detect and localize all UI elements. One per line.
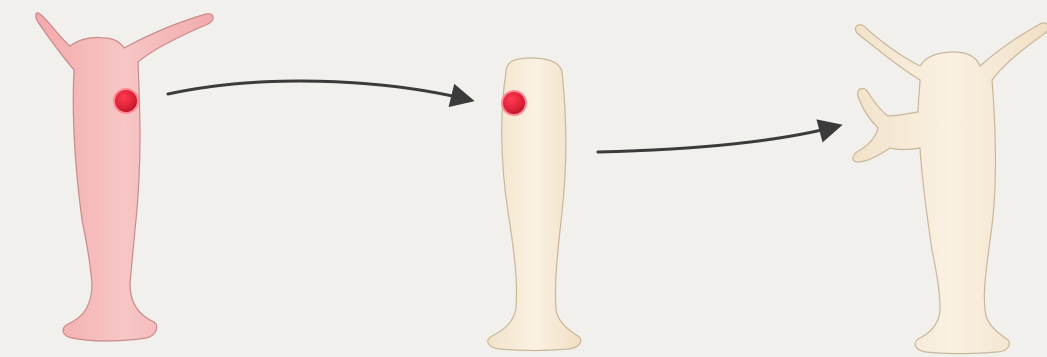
hydra-with-secondary-head — [853, 23, 1047, 354]
donor-hydra-body — [36, 13, 213, 341]
arrow-transplant — [168, 81, 470, 100]
donor-hydra — [36, 13, 213, 341]
two-headed-hydra-body — [853, 23, 1047, 354]
graft-tissue-dot-host — [502, 91, 526, 115]
graft-tissue-dot-donor — [114, 89, 138, 113]
host-hydra-with-graft — [488, 58, 581, 351]
arrow-result — [598, 126, 838, 152]
